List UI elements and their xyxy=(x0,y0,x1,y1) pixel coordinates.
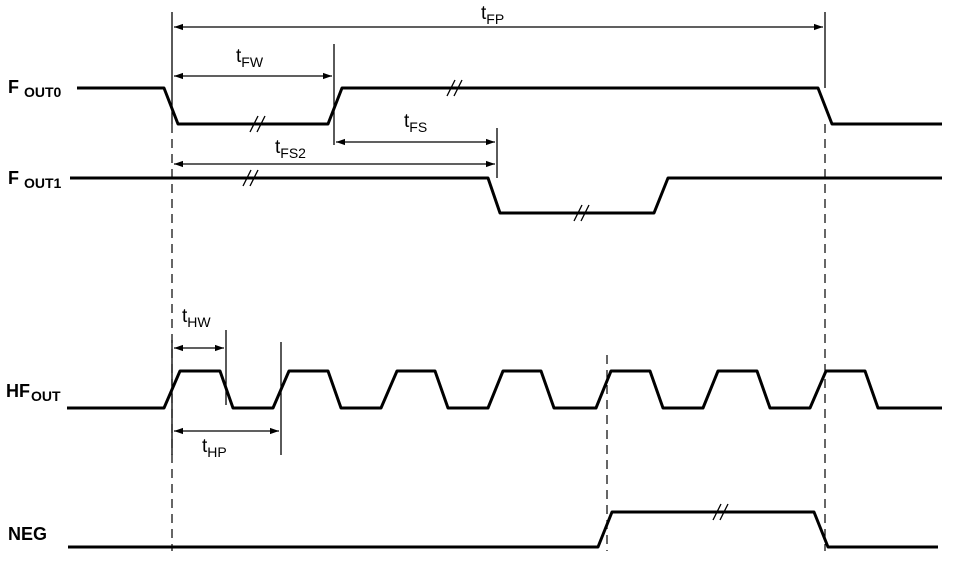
fout1-waveform xyxy=(70,176,942,215)
timing-label-thp: tHP xyxy=(202,436,227,460)
break-marks xyxy=(242,79,729,521)
timing-label-tfs2: tFS2 xyxy=(275,137,306,161)
neg-waveform xyxy=(68,510,938,549)
signal-label-neg: NEG xyxy=(8,524,47,544)
signal-label-hfout: HFOUT xyxy=(6,381,61,404)
timing-label-tfs: tFS xyxy=(404,111,427,135)
hfout-waveform xyxy=(67,369,942,410)
timing-label-tfw: tFW xyxy=(236,46,264,70)
extension-lines xyxy=(171,12,826,455)
timing-label-thw: tHW xyxy=(182,306,211,330)
fout0-waveform xyxy=(77,86,942,126)
timing-label-tfp: tFP xyxy=(481,3,504,27)
